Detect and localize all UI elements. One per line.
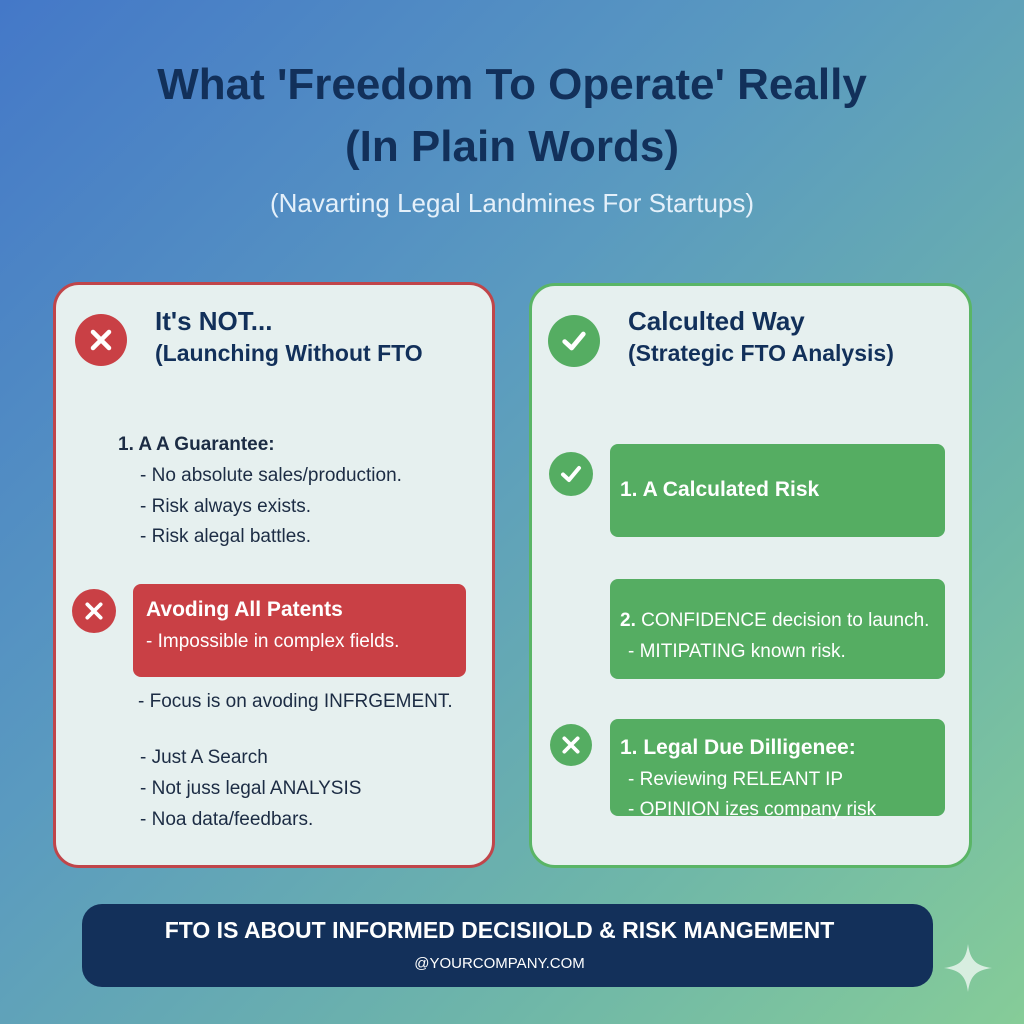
left-heading: It's NOT... bbox=[155, 306, 273, 336]
mitigating-text: - MITIPATING known risk. bbox=[628, 641, 846, 662]
guarantee-bullet: - Risk always exists. bbox=[140, 496, 312, 517]
footer-banner bbox=[82, 904, 933, 987]
search-bullet: - Not juss legal ANALYSIS bbox=[140, 778, 362, 799]
guarantee-bullet: - Risk alegal battles. bbox=[140, 526, 312, 547]
title-line2: (In Plain Words) bbox=[344, 122, 680, 171]
due-diligence-title: 1. Legal Due Dilligenee: bbox=[620, 736, 856, 759]
avoiding-patents-text: - Impossible in complex fields. bbox=[146, 631, 400, 652]
calculated-risk-box bbox=[610, 444, 945, 537]
title-line1: What 'Freedom To Operate' Really bbox=[157, 60, 867, 109]
check-circle-icon bbox=[548, 315, 600, 367]
sparkle-icon bbox=[944, 944, 992, 992]
guarantee-bullet: - No absolute sales/production. bbox=[140, 465, 402, 486]
subtitle: (Navarting Legal Landmines For Startups) bbox=[269, 188, 755, 218]
check-circle-icon bbox=[549, 452, 593, 496]
avoiding-patents-box bbox=[133, 584, 466, 677]
confidence-number: 2. bbox=[620, 610, 636, 631]
x-circle-icon bbox=[72, 589, 116, 633]
footer-tagline: FTO IS ABOUT INFORMED DECISIIOLD & RISK … bbox=[164, 917, 835, 943]
search-bullet: - Just A Search bbox=[140, 747, 268, 768]
footer-handle: @YOURCOMPANY.COM bbox=[414, 955, 585, 972]
due-diligence-box bbox=[610, 719, 945, 816]
calculated-risk-title: 1. A Calculated Risk bbox=[620, 478, 820, 501]
x-circle-icon bbox=[550, 724, 592, 766]
confidence-box bbox=[610, 579, 945, 679]
not-fto-card bbox=[53, 282, 495, 868]
right-heading: Calculted Way bbox=[628, 306, 805, 336]
focus-text: - Focus is on avoding INFRGEMENT. bbox=[138, 691, 453, 712]
left-subheading: (Launching Without FTO bbox=[155, 340, 423, 366]
confidence-text: CONFIDENCE decision to launch. bbox=[635, 610, 930, 631]
due-diligence-bullet: - Reviewing RELEANT IP bbox=[628, 769, 844, 790]
search-bullet: - Noa data/feedbars. bbox=[140, 809, 314, 830]
guarantee-title: 1. A A Guarantee: bbox=[118, 434, 275, 455]
right-subheading: (Strategic FTO Analysis) bbox=[628, 340, 894, 366]
x-circle-icon bbox=[75, 314, 127, 366]
avoiding-patents-title: Avoding All Patents bbox=[146, 598, 343, 621]
due-diligence-bullet: - OPINION izes company risk bbox=[628, 799, 877, 820]
confidence-title: 2. CONFIDENCE decision to launch. bbox=[620, 610, 929, 632]
